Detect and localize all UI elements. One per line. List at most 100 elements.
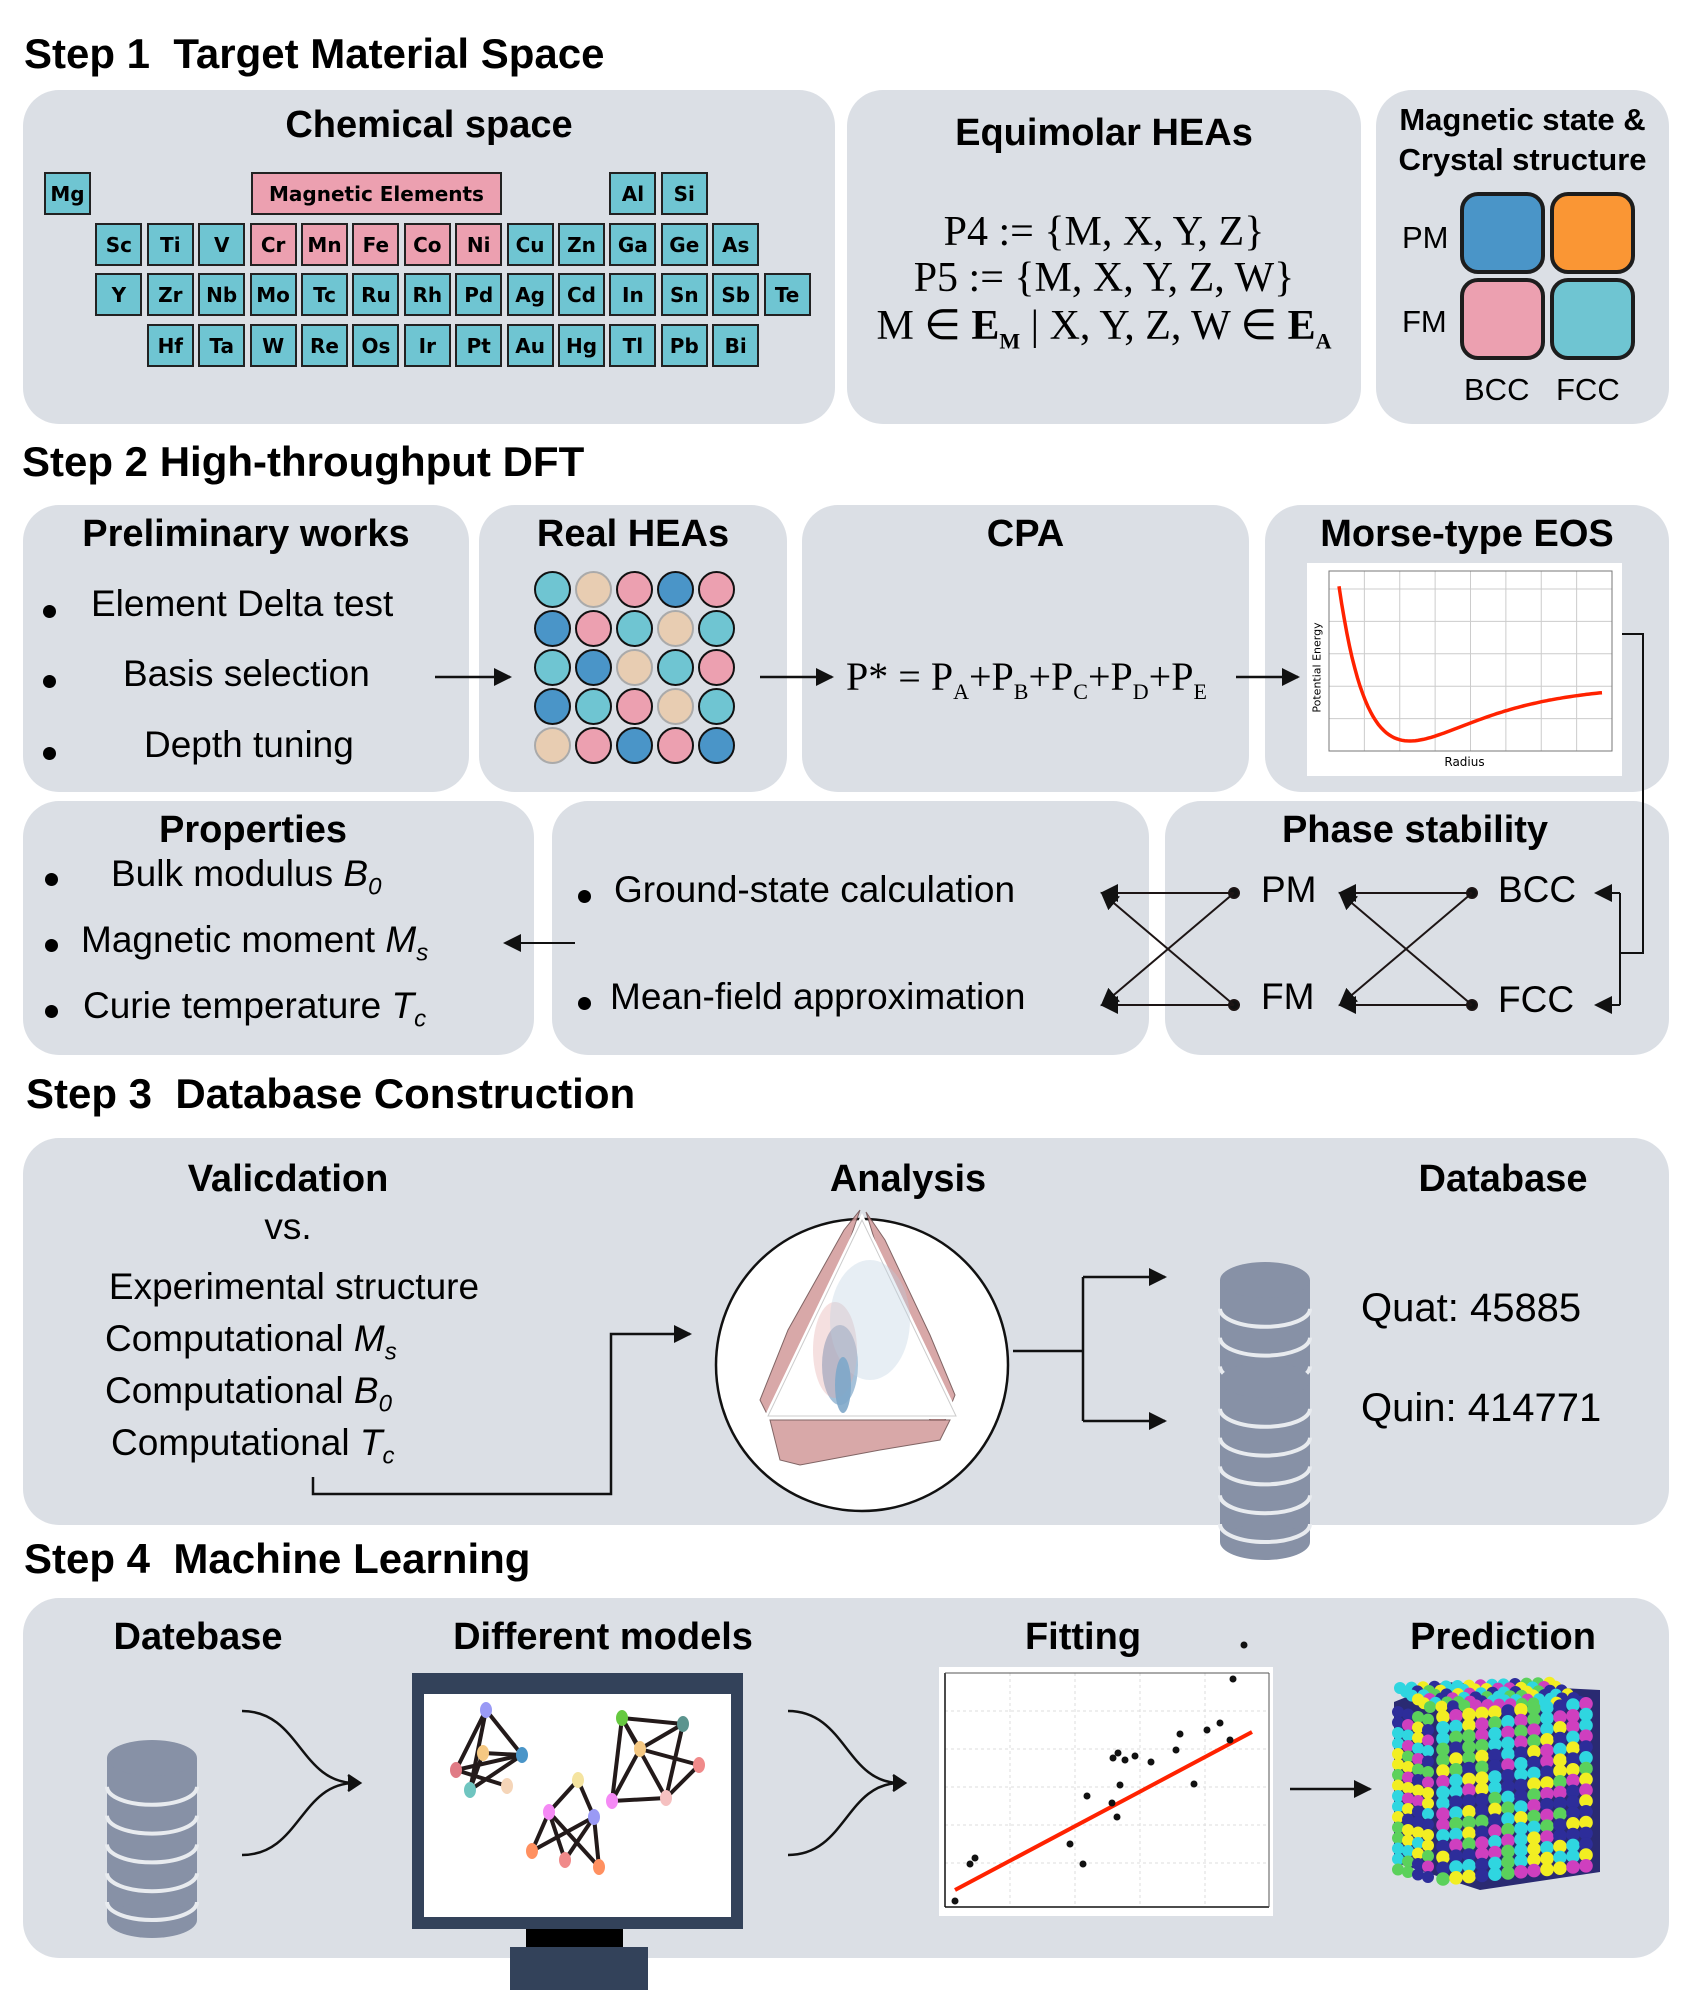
element-ag: Ag (506, 273, 554, 316)
fcc-col-label: FCC (1556, 372, 1620, 407)
property-subscript: c (414, 1005, 427, 1033)
cpa-term-subscript: D (1132, 679, 1149, 704)
atom-teal (534, 649, 571, 686)
atom-pink (657, 727, 694, 764)
fitting-title: Fitting (1024, 1616, 1142, 1658)
set-em-symbol: E (971, 303, 1000, 349)
cpa-term: +P (968, 654, 1014, 699)
quin-count: Quin: 414771 (1361, 1386, 1602, 1430)
element-ir: Ir (403, 323, 451, 367)
atom-teal (616, 610, 653, 647)
atom-blue (616, 727, 653, 764)
validation-vs: vs. (264, 1206, 312, 1247)
element-pb: Pb (660, 323, 708, 367)
cpa-term: P (930, 654, 954, 699)
constraint-xyzw-part: | X, Y, Z, W ∈ (1020, 303, 1288, 349)
cpa-panel: CPA P* = PA+PB+PC+PD+PE (802, 505, 1249, 792)
validation-label: Computational (105, 1318, 354, 1359)
magnetic-state-panel: Magnetic state & Crystal structure PM FM… (1376, 90, 1669, 424)
datebase-title: Datebase (113, 1616, 283, 1658)
element-si: Si (660, 172, 708, 215)
pm-bcc-square (1460, 192, 1545, 274)
atom-blue (575, 649, 612, 686)
analysis-title: Analysis (829, 1158, 987, 1200)
machine-learning-panel: Datebase Different models Fitting Predic… (23, 1598, 1669, 1958)
chemical-space-title: Chemical space (285, 104, 573, 146)
validation-symbol: T (359, 1422, 383, 1463)
element-pd: Pd (455, 273, 503, 316)
pm-label: PM (1261, 869, 1317, 910)
atom-beige (657, 610, 694, 647)
validation-experimental: Experimental structure (108, 1266, 480, 1307)
property-symbol: B (343, 853, 369, 894)
element-sn: Sn (660, 273, 708, 316)
morse-curve (1337, 585, 1603, 743)
element-sc: Sc (95, 222, 143, 266)
step3-title: Step 3 Database Construction (26, 1070, 636, 1117)
element-w: W (249, 323, 297, 367)
atom-pink (575, 610, 612, 647)
bullet (43, 747, 56, 760)
element-ni: Ni (455, 222, 503, 266)
atom-pink (616, 571, 653, 608)
fcc-label: FCC (1498, 979, 1575, 1020)
element-mo: Mo (249, 273, 297, 316)
validation-item: Computational Tc (111, 1422, 395, 1470)
prelim-item-depth: Depth tuning (144, 724, 354, 765)
element-fe: Fe (352, 222, 400, 266)
atom-pink (698, 571, 735, 608)
cpa-equation: P* = PA+PB+PC+PD+PE (846, 653, 1207, 705)
fm-fcc-square (1550, 278, 1635, 360)
element-au: Au (506, 323, 554, 367)
atom-pink (616, 688, 653, 725)
prediction-title: Prediction (1410, 1616, 1596, 1658)
phase-stability-panel: Phase stability PM FM BCC FCC (1165, 801, 1669, 1055)
phase-stability-title: Phase stability (1281, 809, 1549, 851)
element-as: As (712, 222, 760, 266)
different-models-title: Different models (453, 1616, 753, 1658)
real-heas-panel: Real HEAs (479, 505, 787, 792)
validation-label: Computational (111, 1422, 360, 1463)
set-em-subscript: M (999, 328, 1021, 354)
set-ea-subscript: A (1315, 328, 1332, 354)
quat-count: Quat: 45885 (1361, 1286, 1582, 1330)
magnetic-state-title-2: Crystal structure (1398, 142, 1647, 177)
atom-beige (616, 649, 653, 686)
element-zn: Zn (558, 222, 605, 266)
atom-teal (534, 571, 571, 608)
element-ru: Ru (352, 273, 400, 316)
preliminary-works-panel: Preliminary works Element Delta test Bas… (23, 505, 469, 792)
property-subscript: s (416, 939, 429, 967)
element-hf: Hf (146, 323, 194, 367)
element-y: Y (95, 273, 143, 316)
property-symbol: M (385, 919, 417, 960)
element-hg: Hg (558, 323, 605, 367)
cpa-term-subscript: B (1013, 679, 1029, 704)
cpa-term-subscript: C (1073, 679, 1088, 704)
element-te: Te (763, 273, 811, 316)
bullet (45, 1005, 58, 1018)
validation-subscript: 0 (378, 1390, 392, 1418)
element-rh: Rh (403, 273, 451, 316)
prelim-item-delta-test: Element Delta test (91, 583, 394, 624)
morse-xlabel: Radius (1444, 755, 1485, 769)
method-ground-state: Ground-state calculation (614, 869, 1016, 910)
element-set-constraint: M ∈ EM | X, Y, Z, W ∈ EA (847, 300, 1361, 354)
validation-label: Computational (105, 1370, 354, 1411)
element-bi: Bi (712, 323, 760, 367)
validation-title: Valicdation (187, 1158, 389, 1200)
method-mean-field: Mean-field approximation (610, 976, 1026, 1017)
element-v: V (198, 222, 246, 266)
methods-panel: Ground-state calculation Mean-field appr… (552, 801, 1149, 1055)
p5-definition: P5 := {M, X, Y, Z, W} (913, 255, 1295, 301)
cpa-term: +P (1148, 654, 1194, 699)
bullet (45, 873, 58, 886)
property-label: Magnetic moment (81, 919, 386, 960)
pm-row-label: PM (1402, 220, 1449, 255)
validation-subscript: c (382, 1442, 395, 1470)
property-item: Magnetic moment Ms (81, 919, 428, 967)
element-ti: Ti (146, 222, 194, 266)
fm-label: FM (1261, 976, 1315, 1017)
element-cd: Cd (558, 273, 605, 316)
